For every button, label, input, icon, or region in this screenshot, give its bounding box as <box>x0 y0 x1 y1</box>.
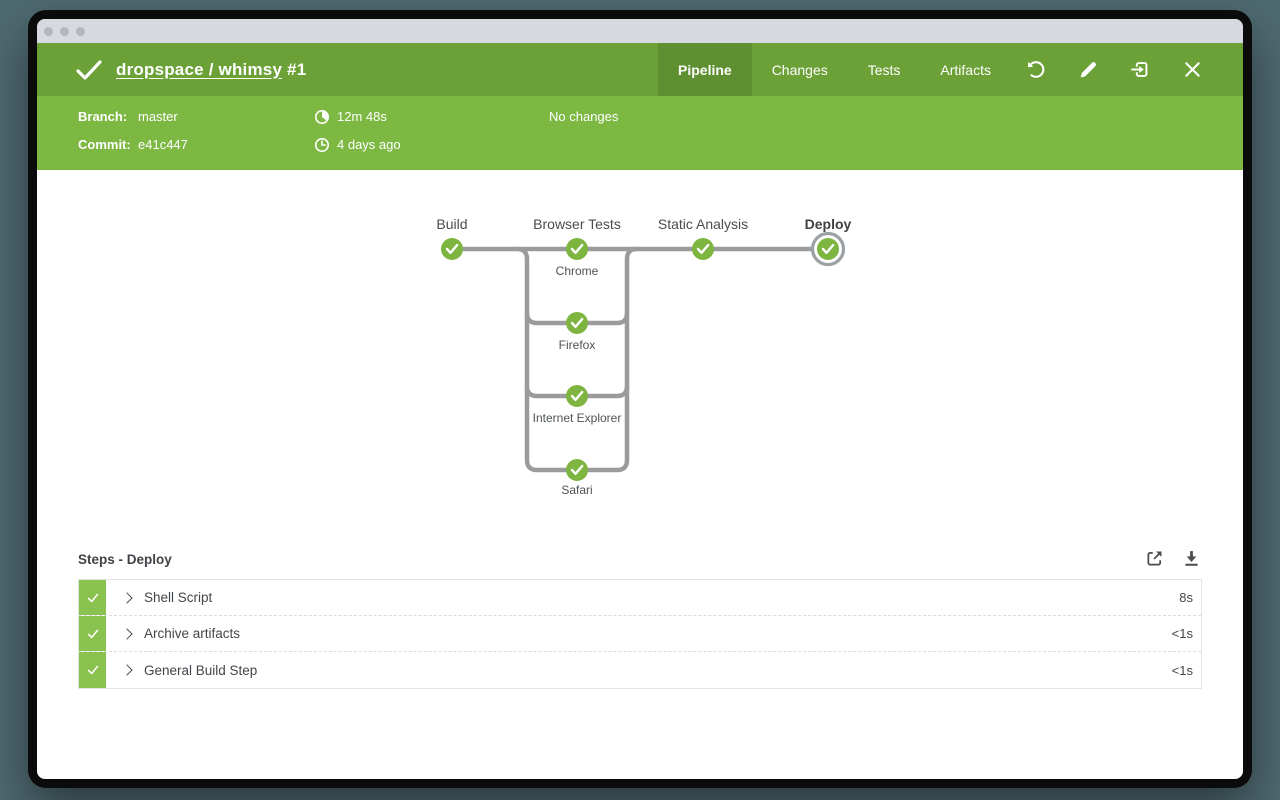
step-name: Shell Script <box>144 590 213 605</box>
branch-label-safari: Safari <box>561 483 592 497</box>
pipeline-name-link[interactable]: dropspace / whimsy <box>116 59 283 79</box>
run-header: dropspace / whimsy #1 Pipeline Changes T… <box>37 43 1243 96</box>
window-content: dropspace / whimsy #1 Pipeline Changes T… <box>37 19 1243 779</box>
window-titlebar <box>37 19 1243 43</box>
page-title: dropspace / whimsy #1 <box>116 60 306 80</box>
close-icon[interactable] <box>1181 59 1203 81</box>
step-duration: <1s <box>1171 626 1193 641</box>
open-log-external-icon[interactable] <box>1144 548 1165 569</box>
run-details-bar: Branch: master Commit: e41c447 1 <box>37 96 1243 170</box>
step-row-archive-artifacts[interactable]: Archive artifacts <1s <box>79 616 1201 652</box>
stage-label-static-analysis: Static Analysis <box>658 216 748 232</box>
pipeline-connectors <box>452 246 828 473</box>
expand-chevron-icon[interactable] <box>121 591 133 604</box>
node-deploy-selected[interactable] <box>810 231 846 267</box>
run-number: #1 <box>287 59 307 79</box>
step-duration: <1s <box>1171 662 1193 678</box>
run-status-icon <box>75 59 103 81</box>
header-actions <box>1025 43 1243 96</box>
tab-tests[interactable]: Tests <box>867 61 901 78</box>
steps-table: Shell Script 8s Archive artifacts <1s Ge… <box>78 579 1202 689</box>
branch-label-internet-explorer: Internet Explorer <box>533 411 622 425</box>
step-success-icon <box>79 616 106 651</box>
step-row-shell-script[interactable]: Shell Script 8s <box>79 580 1201 616</box>
expand-chevron-icon[interactable] <box>121 627 133 640</box>
steps-heading: Steps - Deploy <box>78 552 172 567</box>
window-minimize-button[interactable] <box>60 26 69 36</box>
step-success-icon <box>79 652 106 688</box>
branch-label-chrome: Chrome <box>556 264 599 278</box>
tab-artifacts[interactable]: Artifacts <box>940 61 991 78</box>
node-static-analysis[interactable] <box>692 238 714 260</box>
duration-icon <box>314 109 330 125</box>
node-internet-explorer[interactable] <box>566 385 588 407</box>
commit-value: e41c447 <box>138 137 188 152</box>
rerun-icon[interactable] <box>1025 59 1047 81</box>
tab-pipeline[interactable]: Pipeline <box>658 43 752 96</box>
commit-label: Commit: <box>78 137 131 152</box>
time-ago-value: 4 days ago <box>337 137 401 152</box>
stage-label-build: Build <box>436 216 467 232</box>
branch-label: Branch: <box>78 109 128 124</box>
node-chrome[interactable] <box>566 238 588 260</box>
stage-label-browser-tests: Browser Tests <box>533 216 621 232</box>
node-firefox[interactable] <box>566 312 588 334</box>
window-zoom-button[interactable] <box>76 26 85 36</box>
edit-pipeline-icon[interactable] <box>1077 59 1099 81</box>
run-tabs: Pipeline Changes Tests Artifacts <box>658 43 1011 96</box>
window-close-button[interactable] <box>44 26 53 36</box>
clock-icon <box>314 137 330 153</box>
node-safari[interactable] <box>566 459 588 481</box>
go-to-classic-icon[interactable] <box>1129 59 1151 81</box>
download-log-icon[interactable] <box>1181 548 1202 569</box>
duration-value: 12m 48s <box>337 109 387 124</box>
step-row-general-build-step[interactable]: General Build Step <1s <box>79 652 1201 688</box>
tab-changes[interactable]: Changes <box>771 61 828 78</box>
branch-value: master <box>138 109 178 124</box>
node-build[interactable] <box>441 238 463 260</box>
changes-summary: No changes <box>549 109 619 124</box>
expand-chevron-icon[interactable] <box>121 664 133 676</box>
step-name: General Build Step <box>144 662 258 678</box>
branch-label-firefox: Firefox <box>559 338 596 352</box>
pipeline-graph: Build Browser Tests Static Analysis Depl… <box>436 216 852 497</box>
step-success-icon <box>79 580 106 615</box>
steps-actions <box>1144 548 1202 569</box>
stage-label-deploy: Deploy <box>805 216 852 232</box>
step-name: Archive artifacts <box>144 626 241 641</box>
step-duration: 8s <box>1179 590 1193 605</box>
app-window: dropspace / whimsy #1 Pipeline Changes T… <box>28 10 1252 788</box>
